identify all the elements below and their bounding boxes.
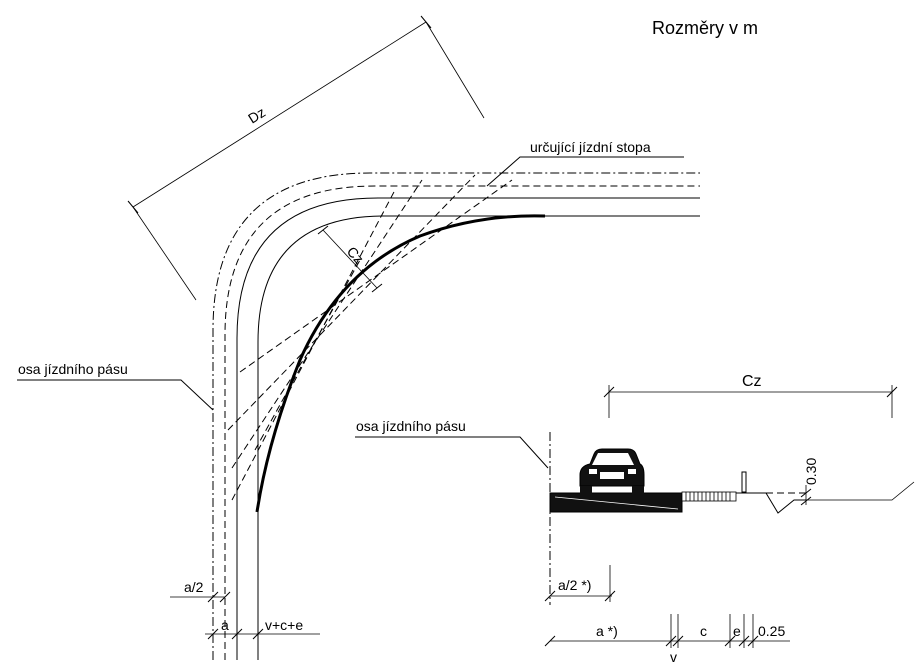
dim-025: 0.25 xyxy=(758,623,785,639)
dim-a: a xyxy=(221,617,229,633)
pavement xyxy=(549,492,683,513)
label-osa-plan: osa jízdního pásu xyxy=(18,361,128,377)
sight-chord-1 xyxy=(227,174,476,431)
plan-view: Dz Cz určující jízdní stopa osa jízdního… xyxy=(17,15,700,660)
label-osa-section: osa jízdního pásu xyxy=(356,418,466,434)
leader-determining-track xyxy=(486,156,684,187)
cz-plan-label: Cz xyxy=(344,243,367,266)
lane-line-solid-1 xyxy=(236,197,700,660)
dz-label: Dz xyxy=(245,104,268,127)
lane-line-solid-2 xyxy=(257,215,700,660)
cross-section: Cz osa jízdního pásu 0.30 xyxy=(355,373,915,665)
lane-axis-dashed xyxy=(224,185,700,660)
dz-dimension-line xyxy=(132,21,427,208)
ditch xyxy=(765,492,806,514)
cz-section-label: Cz xyxy=(742,373,762,390)
dim-vce: v+c+e xyxy=(265,617,303,633)
dim-e: e xyxy=(733,623,741,639)
dz-ext-left xyxy=(132,206,197,301)
leader-osa-section xyxy=(355,436,549,469)
dim-height-030: 0.30 xyxy=(803,458,819,485)
sight-chord-2 xyxy=(231,179,423,469)
determining-wheel-track xyxy=(255,214,546,513)
dim-a-half: a/2 xyxy=(184,579,204,595)
dim-a-half-star: a/2 *) xyxy=(558,577,591,593)
terrain-slope xyxy=(806,481,915,501)
units-note: Rozměry v m xyxy=(652,18,758,38)
car-icon xyxy=(579,448,645,495)
dim-v: v xyxy=(670,649,677,665)
leader-osa-plan xyxy=(17,379,214,411)
sight-chord-4 xyxy=(239,179,513,373)
lane-edge-outer xyxy=(212,172,700,660)
guide-post xyxy=(741,471,747,493)
sight-chord-3 xyxy=(231,189,396,501)
dim-a-star: a *) xyxy=(596,623,618,639)
dz-ext-right xyxy=(425,21,485,119)
dim-c: c xyxy=(700,623,707,639)
shoulder xyxy=(681,491,737,502)
label-determining-track: určující jízdní stopa xyxy=(530,139,651,155)
cz-plan-dimension xyxy=(322,229,378,289)
sight-chord-5 xyxy=(254,259,361,451)
